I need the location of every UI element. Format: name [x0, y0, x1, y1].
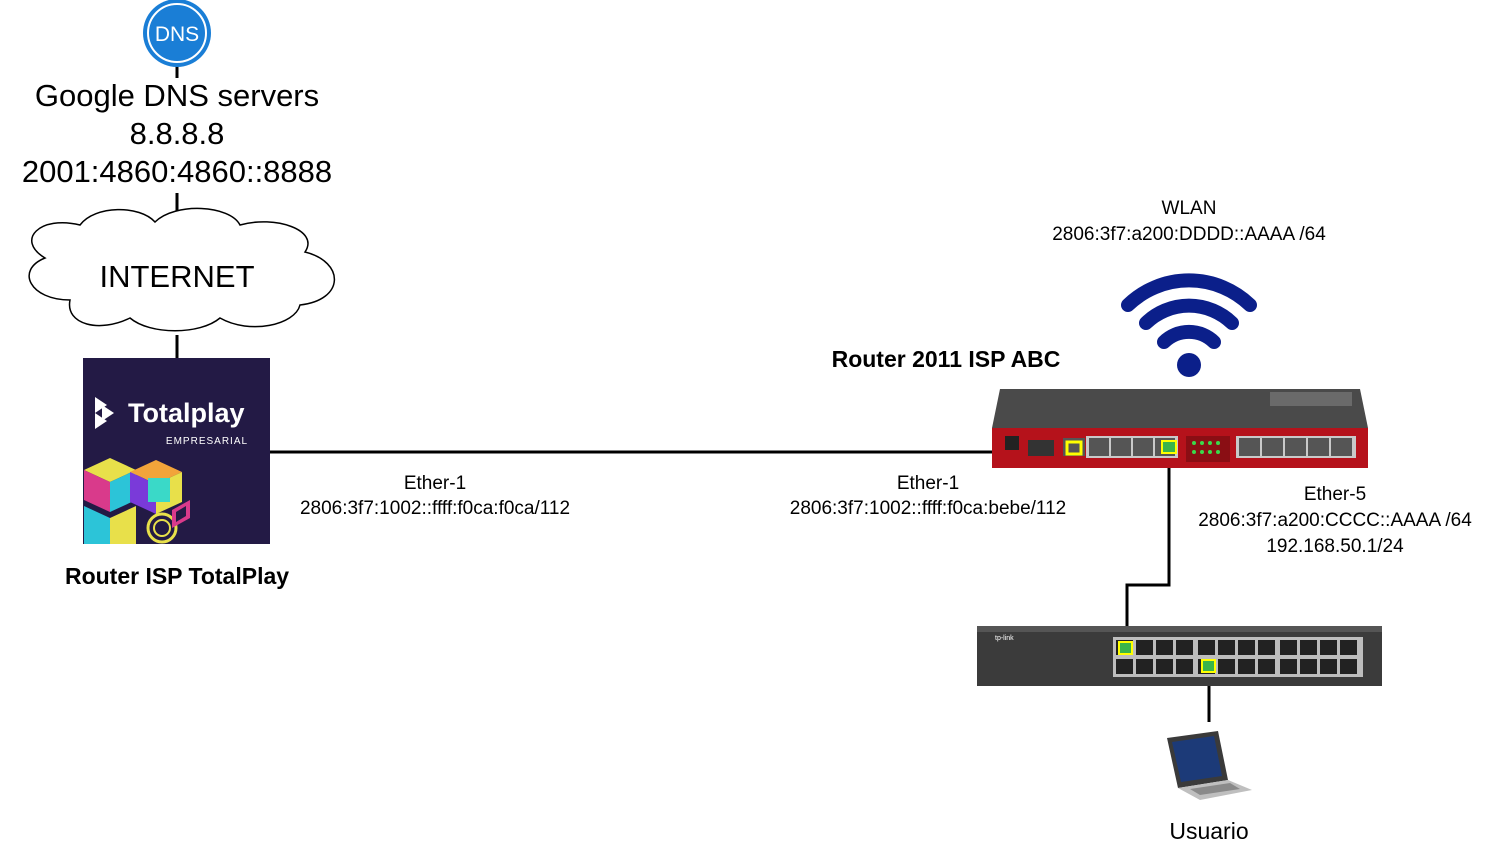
router-to-switch-link — [1125, 448, 1171, 648]
router-wlan-ip: 2806:3f7:a200:DDDD::AAAA /64 — [1052, 224, 1326, 245]
router-2011-device — [992, 389, 1368, 468]
totalplay-brand: Totalplay — [128, 398, 245, 428]
dns-ipv4: 8.8.8.8 — [129, 116, 225, 151]
dns-title: Google DNS servers — [34, 78, 320, 113]
totalplay-ether-ip: 2806:3f7:1002::ffff:f0ca:f0ca/112 — [299, 498, 571, 519]
dns-icon-text: DNS — [155, 23, 199, 46]
totalplay-logo-icon — [95, 397, 107, 413]
switch-user-port — [1201, 659, 1216, 673]
user-label: Usuario — [1169, 818, 1249, 844]
router-ether5-label: Ether-5 — [1303, 484, 1367, 505]
dns-ipv6: 2001:4860:4860::8888 — [21, 154, 333, 189]
router-ether1-label: Ether-1 — [896, 473, 960, 494]
dns-server-icon: DNS — [143, 0, 211, 67]
router-ether5-ipv6: 2806:3f7:a200:CCCC::AAAA /64 — [1198, 510, 1472, 531]
router-2011-name: Router 2011 ISP ABC — [831, 346, 1061, 372]
internet-cloud-icon — [28, 207, 336, 332]
router-wlan-label: WLAN — [1161, 198, 1217, 219]
switch-uplink-port — [1118, 641, 1133, 655]
router-ether5-ipv4: 192.168.50.1/24 — [1266, 536, 1404, 557]
switch-device: tp-link — [977, 626, 1382, 686]
totalplay-router-name: Router ISP TotalPlay — [64, 563, 290, 589]
totalplay-decor-cubes — [84, 458, 190, 544]
router-ether5-port — [1161, 440, 1177, 454]
totalplay-sub: EMPRESARIAL — [166, 436, 248, 447]
router-ether1-ip: 2806:3f7:1002::ffff:f0ca:bebe/112 — [789, 498, 1067, 519]
wifi-icon — [1121, 273, 1257, 377]
totalplay-ether-label: Ether-1 — [403, 473, 467, 494]
router-ether1-port — [1065, 440, 1083, 456]
internet-label: INTERNET — [99, 259, 255, 294]
laptop-icon — [1167, 731, 1252, 800]
totalplay-router-device: Totalplay EMPRESARIAL — [83, 358, 270, 544]
switch-brand: tp-link — [995, 635, 1014, 642]
